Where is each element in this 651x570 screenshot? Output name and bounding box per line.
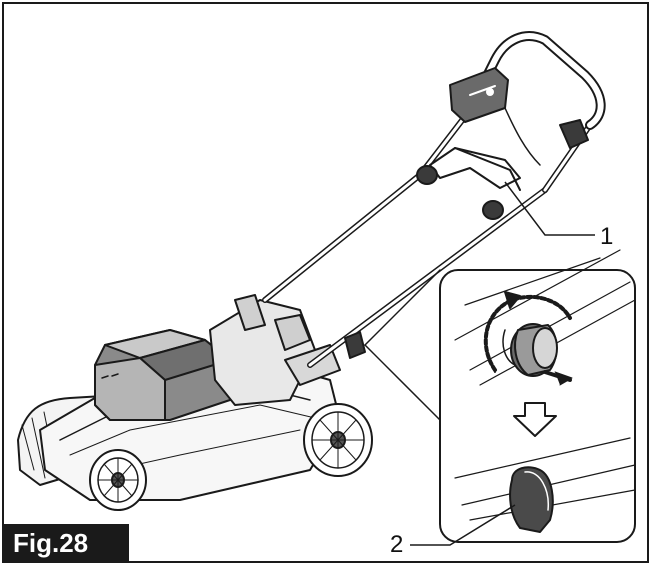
handle-knob bbox=[509, 466, 554, 533]
handle-lever bbox=[429, 147, 521, 189]
callout-1-leader bbox=[504, 181, 595, 236]
front-wheel bbox=[89, 449, 147, 511]
rotating-knob bbox=[502, 323, 558, 377]
callout-1-number: 1 bbox=[600, 223, 614, 250]
rotate-counterclockwise-icon bbox=[483, 291, 572, 373]
upper-right-knob bbox=[482, 200, 504, 220]
upper-left-knob bbox=[416, 165, 438, 185]
rear-wheel bbox=[303, 403, 373, 477]
callout-2-leader bbox=[410, 504, 516, 546]
down-arrow-icon bbox=[513, 402, 557, 437]
callout-2-number: 2 bbox=[390, 531, 404, 558]
lower-knob bbox=[344, 331, 366, 359]
lawn-mower bbox=[17, 31, 606, 511]
figure-label: Fig.28 bbox=[3, 524, 129, 562]
